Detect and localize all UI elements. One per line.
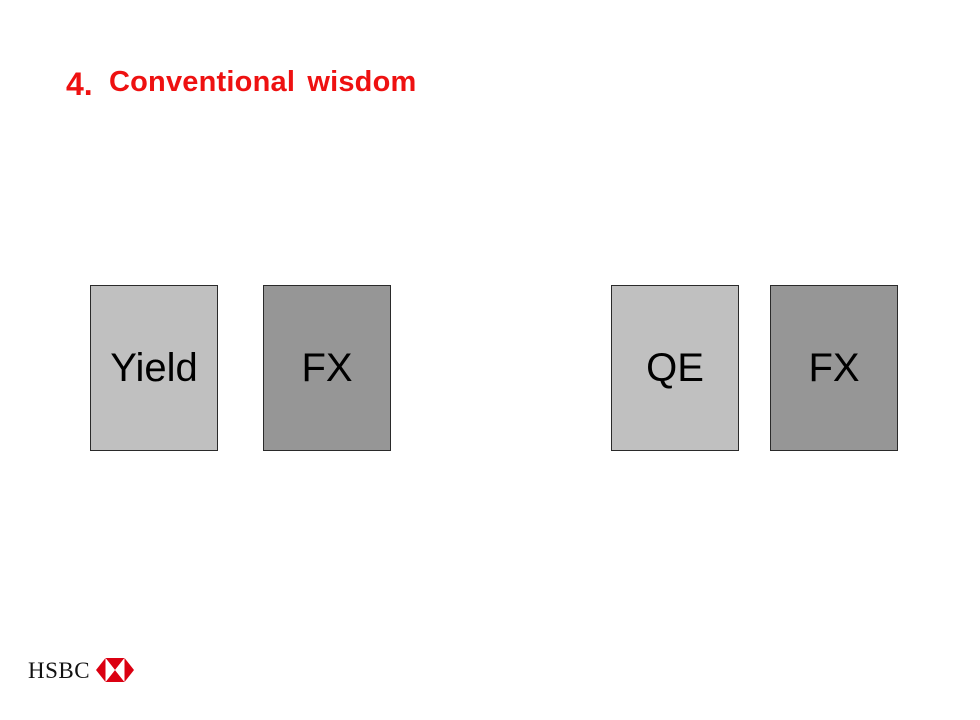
qe-box: QE (611, 285, 739, 451)
fx-box-right-label: FX (808, 345, 860, 390)
slide-title-text: Conventional wisdom (109, 66, 417, 98)
qe-box-label: QE (646, 345, 704, 390)
fx-box-left-label: FX (301, 345, 353, 390)
fx-box-right: FX (770, 285, 898, 451)
yield-box-label: Yield (110, 345, 198, 390)
hsbc-logo-text: HSBC (28, 658, 91, 683)
slide-title-number: 4. (66, 66, 93, 102)
hsbc-hexagon-logo-icon (96, 658, 134, 682)
fx-box-left: FX (263, 285, 391, 451)
yield-box: Yield (90, 285, 218, 451)
